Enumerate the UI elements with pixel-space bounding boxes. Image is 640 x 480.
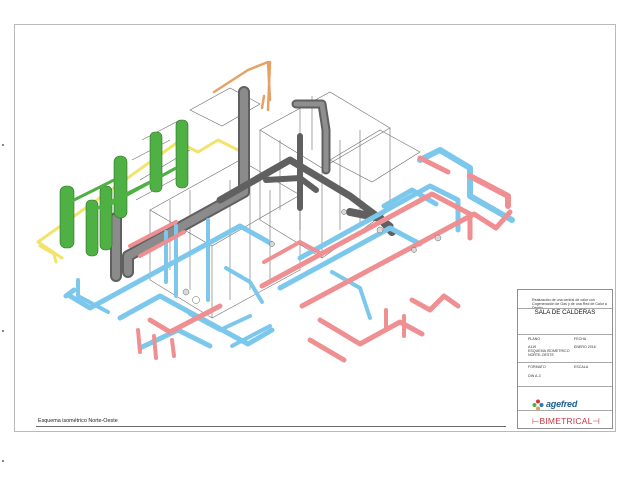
bimetrical-logo: ⊢BIMETRICAL⊣ bbox=[531, 416, 601, 426]
formato-value: DIN A-3 bbox=[528, 374, 541, 378]
title-block-divider bbox=[518, 410, 612, 411]
agefred-logo-icon bbox=[532, 399, 544, 411]
drawing-title: SALA DE CALDERAS bbox=[534, 309, 596, 316]
plano-description: ESQUEMA ISOMETRICO bbox=[528, 349, 570, 353]
orange-conduit bbox=[212, 60, 272, 112]
caption-underline bbox=[36, 426, 506, 427]
fecha-value: ENERO 2016 bbox=[574, 345, 596, 349]
title-block-divider bbox=[518, 334, 612, 335]
plano-description-2: NORTE-OESTE bbox=[528, 353, 554, 357]
plano-number: A119 bbox=[528, 345, 537, 349]
drawing-caption: Esquema isométrico Norte-Oeste bbox=[38, 418, 118, 424]
fecha-label: FECHA bbox=[574, 337, 587, 341]
escala-label: ESCALA bbox=[574, 365, 589, 369]
plano-label: PLANO bbox=[528, 337, 541, 341]
margin-mark bbox=[2, 144, 4, 146]
agefred-logo: agefred bbox=[532, 398, 602, 412]
margin-mark bbox=[2, 460, 4, 462]
title-block-divider bbox=[518, 362, 612, 363]
hot-water-pipes bbox=[128, 155, 513, 363]
title-block-divider bbox=[518, 308, 612, 309]
agefred-wordmark: agefred bbox=[546, 399, 578, 409]
margin-mark bbox=[2, 330, 4, 332]
green-tanks bbox=[59, 119, 189, 257]
bimetrical-wordmark: BIMETRICAL bbox=[539, 416, 593, 426]
title-block-divider bbox=[518, 386, 612, 387]
drawing-border bbox=[14, 24, 616, 432]
valve-fittings bbox=[182, 209, 442, 304]
formato-label: FORMATO bbox=[528, 365, 546, 369]
title-block: Realización de una central de calor con … bbox=[517, 289, 613, 429]
flue-pipes bbox=[110, 86, 396, 282]
